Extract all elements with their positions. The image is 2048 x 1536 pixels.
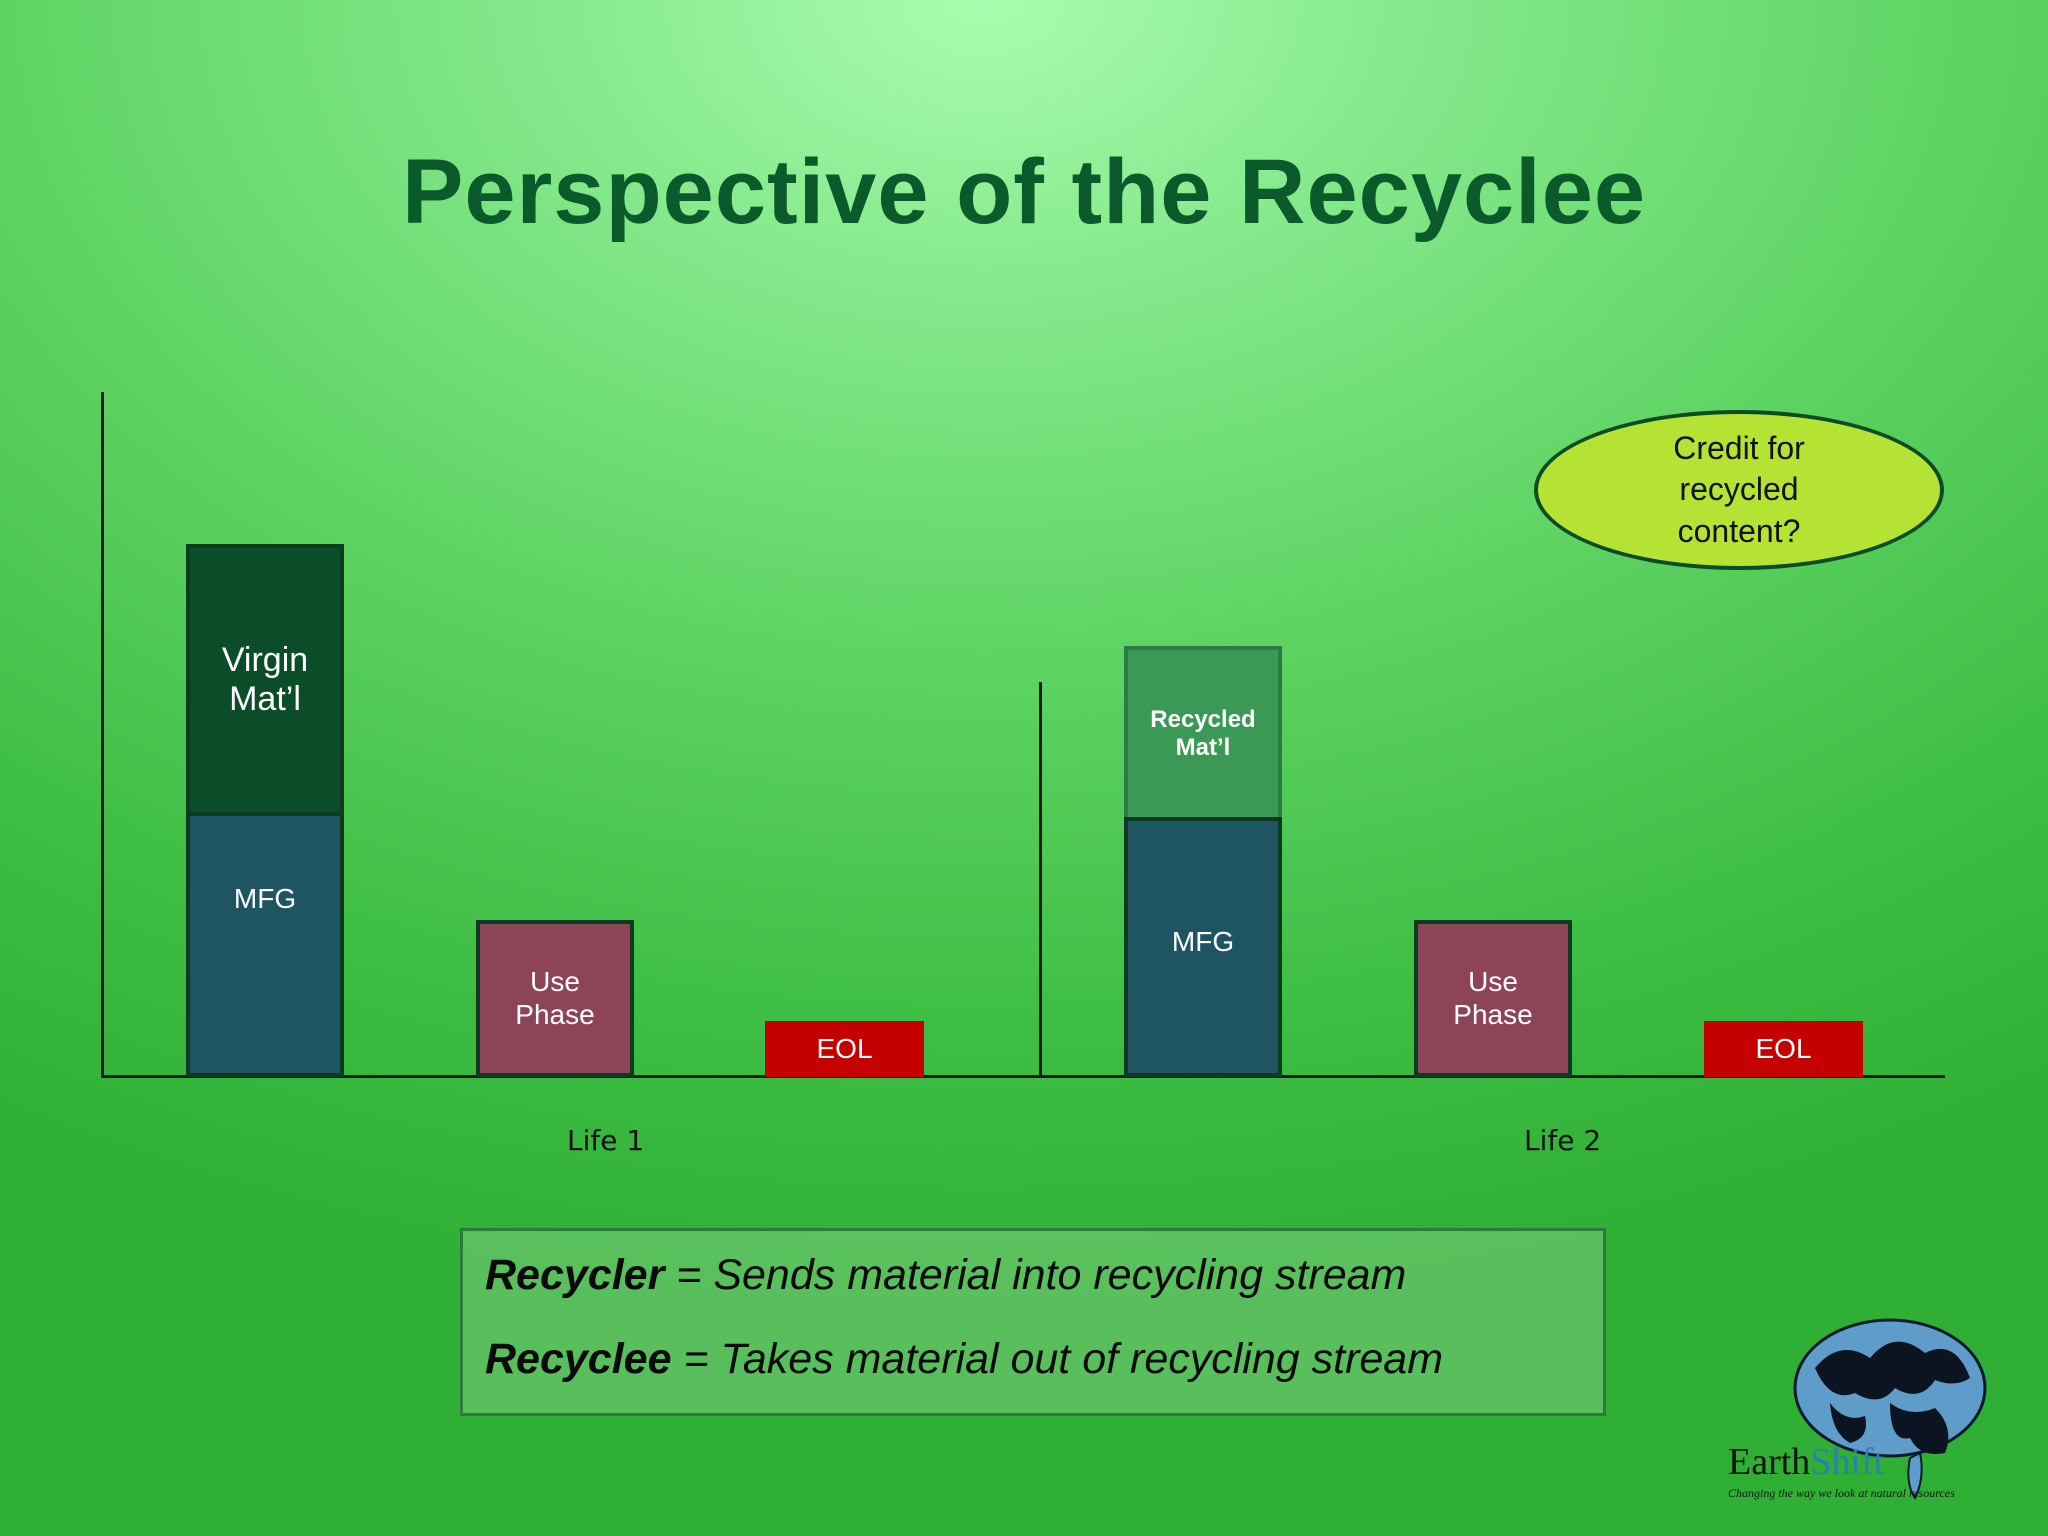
bar-eol-life1: EOL: [765, 1021, 924, 1077]
recycler-definition: Recycler = Sends material into recycling…: [485, 1245, 1583, 1329]
recyclee-definition: Recyclee = Takes material out of recycli…: [485, 1329, 1583, 1413]
brain-globe-icon: [1793, 1318, 1987, 1500]
definitions-box: Recycler = Sends material into recycling…: [460, 1228, 1606, 1416]
bar-use-phase-life1: Use Phase: [476, 920, 634, 1077]
life2-label: Life 2: [1524, 1124, 1602, 1157]
bar-mfg-life2: MFG: [1124, 817, 1282, 1077]
life1-label: Life 1: [567, 1124, 645, 1157]
credit-callout-bubble: Credit for recycled content?: [1534, 410, 1944, 570]
slide-title: Perspective of the Recyclee: [401, 141, 1647, 243]
x-axis: [101, 1075, 1945, 1078]
use-phase-label-life2: Use Phase: [1453, 966, 1533, 1030]
recyclee-term: Recyclee: [485, 1335, 672, 1383]
virgin-material-label: Virgin Mat’l: [221, 640, 309, 718]
credit-callout-text: Credit for recycled content?: [1673, 429, 1805, 549]
earthshift-logo: EarthShift Changing the way we look at n…: [1720, 1308, 2020, 1508]
eol-label-life2: EOL: [1755, 1032, 1812, 1064]
bar-eol-life2: EOL: [1704, 1021, 1863, 1077]
divider-axis-life2: [1039, 682, 1042, 1078]
y-axis-life1: [101, 392, 104, 1078]
bar-virgin-material: Virgin Mat’l: [186, 544, 344, 816]
recycler-term: Recycler: [485, 1251, 665, 1299]
logo-tagline: Changing the way we look at natural reso…: [1728, 1486, 1955, 1500]
recycled-material-label: Recycled Mat’l: [1150, 705, 1256, 761]
recyclee-text: = Takes material out of recycling stream: [671, 1335, 1444, 1383]
bar-recycled-material: Recycled Mat’l: [1124, 646, 1282, 821]
logo-earth-text: Earth: [1728, 1441, 1811, 1483]
mfg-label-life1: MFG: [233, 883, 297, 915]
bar-use-phase-life2: Use Phase: [1414, 920, 1572, 1077]
logo-shift-text: Shift: [1810, 1441, 1885, 1483]
recycler-text: = Sends material into recycling stream: [664, 1251, 1407, 1299]
eol-label-life1: EOL: [816, 1032, 873, 1064]
mfg-label-life2: MFG: [1171, 925, 1235, 957]
use-phase-label-life1: Use Phase: [515, 966, 595, 1030]
bar-mfg-life1: MFG: [186, 812, 344, 1077]
